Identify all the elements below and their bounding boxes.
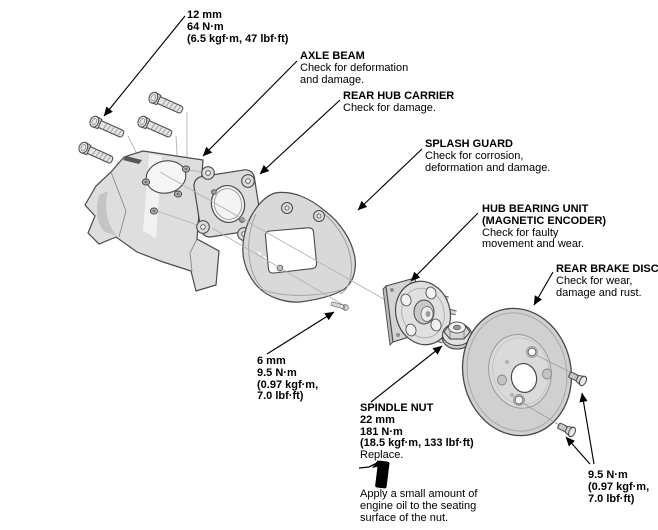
part-note: movement and wear. — [482, 238, 585, 251]
torque-size: 6 mm — [257, 355, 286, 367]
oil-note-line: engine oil to the seating — [360, 499, 477, 512]
oil-icon-text: OIL — [386, 465, 394, 478]
rear-brake-disc-part — [461, 307, 573, 437]
torque-nm: 64 N·m — [187, 20, 224, 33]
torque-alt-units: (0.97 kgf·m, — [588, 480, 650, 493]
splash-guard-part — [242, 191, 356, 303]
callout-rear-hub-carrier: REAR HUB CARRIER Check for damage. — [343, 90, 455, 115]
part-note: and damage. — [300, 73, 365, 86]
torque-nm: 181 N·m — [360, 425, 403, 438]
part-note: deformation and damage. — [425, 161, 551, 174]
oil-note-line: surface of the nut. — [360, 511, 449, 524]
torque-alt-units: (0.97 kgf·m, — [257, 378, 319, 391]
torque-nm: 9.5 N·m — [257, 366, 297, 379]
part-title: SPLASH GUARD — [425, 138, 514, 150]
spindle-nut-oil-note: Apply a small amount of engine oil to th… — [360, 488, 478, 524]
disc-screw — [555, 420, 578, 439]
callout-rear-brake-disc: REAR BRAKE DISC Check for wear, damage a… — [556, 263, 658, 299]
torque-alt-units: 7.0 lbf·ft) — [257, 390, 304, 403]
part-title: HUB BEARING UNIT — [482, 203, 589, 215]
callout-splash-guard: SPLASH GUARD Check for corrosion, deform… — [425, 138, 551, 174]
part-title: (MAGNETIC ENCODER) — [482, 214, 607, 227]
hub-bearing-unit-part — [382, 277, 457, 346]
part-note: damage and rust. — [556, 286, 642, 299]
axle-beam-nut-holes — [141, 165, 191, 215]
callout-disc-screw-torque: 9.5 N·m (0.97 kgf·m, 7.0 lbf·ft) — [588, 469, 650, 505]
bolt-12mm — [87, 114, 126, 141]
callout-axle-bolt-torque: 12 mm 64 N·m (6.5 kgf·m, 47 lbf·ft) — [187, 9, 289, 45]
bolt-12mm — [146, 90, 185, 117]
torque-alt-units: (6.5 kgf·m, 47 lbf·ft) — [187, 32, 289, 45]
callout-guard-bolt-torque: 6 mm 9.5 N·m (0.97 kgf·m, 7.0 lbf·ft) — [257, 355, 319, 403]
torque-alt-units: (18.5 kgf·m, 133 lbf·ft) — [360, 437, 474, 450]
bolt-12mm — [135, 114, 174, 141]
part-note: Check for faulty — [482, 226, 559, 239]
part-title: REAR BRAKE DISC — [556, 263, 658, 275]
oil-note-line: Apply a small amount of — [360, 488, 478, 500]
callout-arrows — [103, 15, 595, 465]
callout-axle-beam: AXLE BEAM Check for deformation and dama… — [300, 50, 409, 86]
torque-size: 12 mm — [187, 9, 222, 21]
part-note: Check for damage. — [343, 101, 436, 114]
spindle-nut-part — [441, 321, 473, 350]
callout-spindle-nut: SPINDLE NUT 22 mm 181 N·m (18.5 kgf·m, 1… — [360, 402, 474, 462]
torque-size: 22 mm — [360, 413, 395, 426]
oil-bottle-icon: OIL — [358, 460, 395, 489]
part-title: AXLE BEAM — [300, 50, 365, 62]
replace-note: Replace. — [360, 449, 404, 462]
guard-bolt-6mm — [330, 300, 350, 312]
part-note: Check for wear, — [556, 274, 633, 287]
torque-nm: 9.5 N·m — [588, 469, 628, 481]
torque-alt-units: 7.0 lbf·ft) — [588, 492, 635, 505]
part-title: SPINDLE NUT — [360, 402, 434, 414]
callout-hub-bearing-unit: HUB BEARING UNIT (MAGNETIC ENCODER) Chec… — [482, 203, 607, 251]
part-title: REAR HUB CARRIER — [343, 90, 455, 102]
bolt-12mm — [76, 140, 115, 167]
part-note: Check for corrosion, — [425, 149, 524, 162]
part-note: Check for deformation — [300, 61, 409, 74]
